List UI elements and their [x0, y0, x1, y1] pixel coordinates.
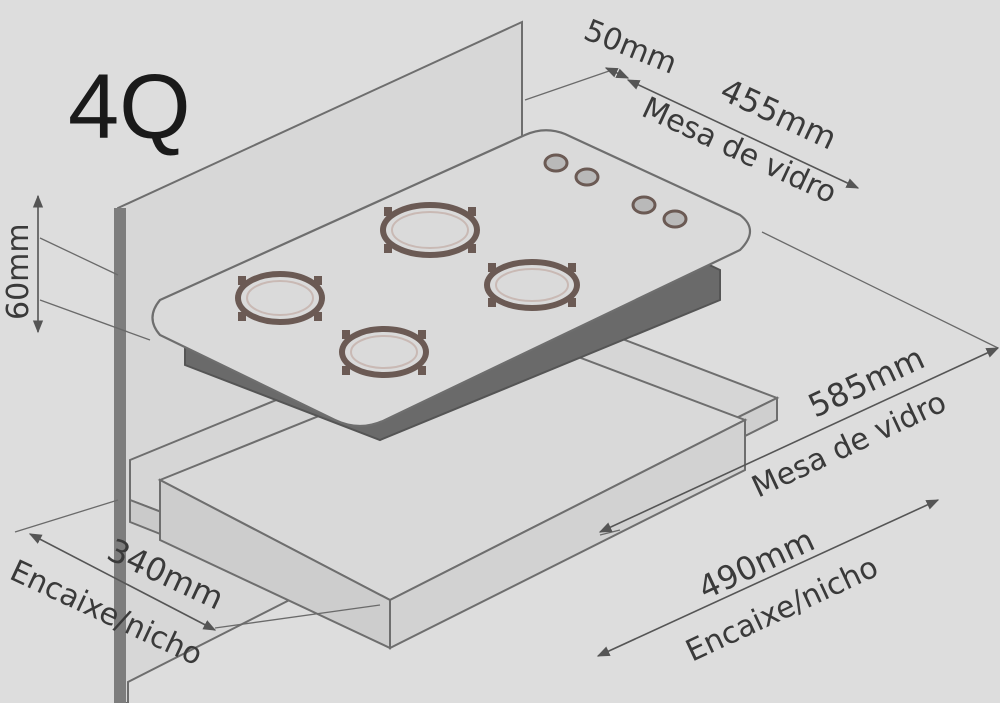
label-gap: 50mm	[579, 13, 682, 82]
niche-side	[159, 478, 391, 650]
burner-icon	[235, 271, 325, 325]
label-height: 60mm	[1, 223, 36, 320]
glass-top	[151, 129, 752, 428]
model-title: 4Q	[68, 56, 191, 158]
burner-icon	[380, 202, 480, 258]
burner-icon	[339, 326, 429, 378]
burner-icon	[484, 259, 580, 311]
knob-icon	[543, 153, 688, 229]
